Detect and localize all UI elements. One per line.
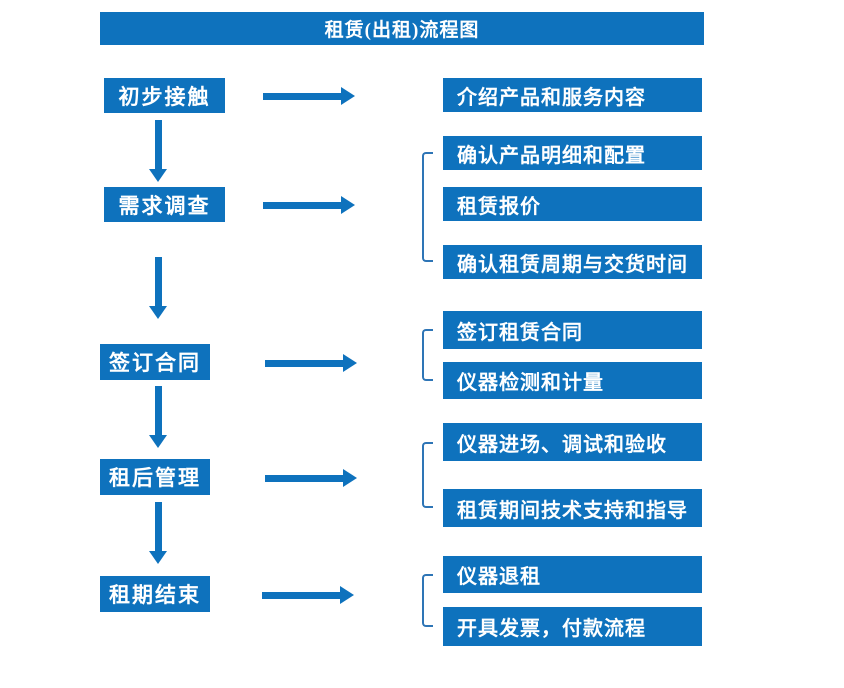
arrow-head-icon — [343, 354, 357, 372]
arrow-head-icon — [149, 551, 167, 564]
arrow-head-icon — [340, 586, 354, 604]
down-arrow-1-2 — [149, 120, 167, 182]
output-box-technical-support: 租赁期间技术支持和指导 — [443, 489, 702, 527]
right-arrow-stage-5 — [262, 586, 354, 604]
flowchart-title: 租赁(出租)流程图 — [100, 12, 704, 45]
arrow-shaft — [263, 92, 341, 100]
down-arrow-2-3 — [149, 257, 167, 319]
bracket-group-post-rental — [422, 442, 433, 508]
stage-box-demand-survey: 需求调查 — [104, 187, 225, 222]
arrow-shaft — [265, 359, 343, 367]
arrow-head-icon — [149, 169, 167, 182]
arrow-head-icon — [149, 306, 167, 319]
arrow-shaft — [265, 474, 343, 482]
bracket-group-sign-contract — [422, 329, 433, 381]
output-box-confirm-rental-period: 确认租赁周期与交货时间 — [443, 245, 702, 279]
arrow-head-icon — [149, 435, 167, 448]
arrow-shaft — [262, 591, 340, 599]
right-arrow-stage-3 — [265, 354, 357, 372]
down-arrow-3-4 — [149, 386, 167, 448]
stage-box-post-rental-management: 租后管理 — [100, 459, 210, 495]
arrow-shaft — [154, 386, 162, 435]
arrow-shaft — [154, 502, 162, 551]
down-arrow-4-5 — [149, 502, 167, 564]
arrow-shaft — [154, 257, 162, 306]
right-arrow-stage-1 — [263, 87, 355, 105]
output-box-introduce-products: 介绍产品和服务内容 — [443, 78, 702, 112]
output-box-instrument-inspection: 仪器检测和计量 — [443, 362, 702, 399]
right-arrow-stage-4 — [265, 469, 357, 487]
arrow-shaft — [154, 120, 162, 169]
bracket-group-demand-survey — [422, 152, 433, 262]
right-arrow-stage-2 — [263, 196, 355, 214]
output-box-instrument-setup-acceptance: 仪器进场、调试和验收 — [443, 423, 702, 461]
output-box-confirm-product-details: 确认产品明细和配置 — [443, 136, 702, 170]
bracket-group-rental-end — [422, 574, 433, 627]
output-box-invoice-payment: 开具发票，付款流程 — [443, 607, 702, 646]
stage-box-sign-contract: 签订合同 — [100, 344, 210, 380]
stage-box-rental-end: 租期结束 — [100, 576, 210, 612]
arrow-head-icon — [343, 469, 357, 487]
output-box-rental-quotation: 租赁报价 — [443, 187, 702, 221]
output-box-sign-rental-contract: 签订租赁合同 — [443, 311, 702, 349]
arrow-head-icon — [341, 87, 355, 105]
arrow-head-icon — [341, 196, 355, 214]
arrow-shaft — [263, 201, 341, 209]
output-box-instrument-return: 仪器退租 — [443, 556, 702, 593]
stage-box-initial-contact: 初步接触 — [104, 78, 225, 113]
